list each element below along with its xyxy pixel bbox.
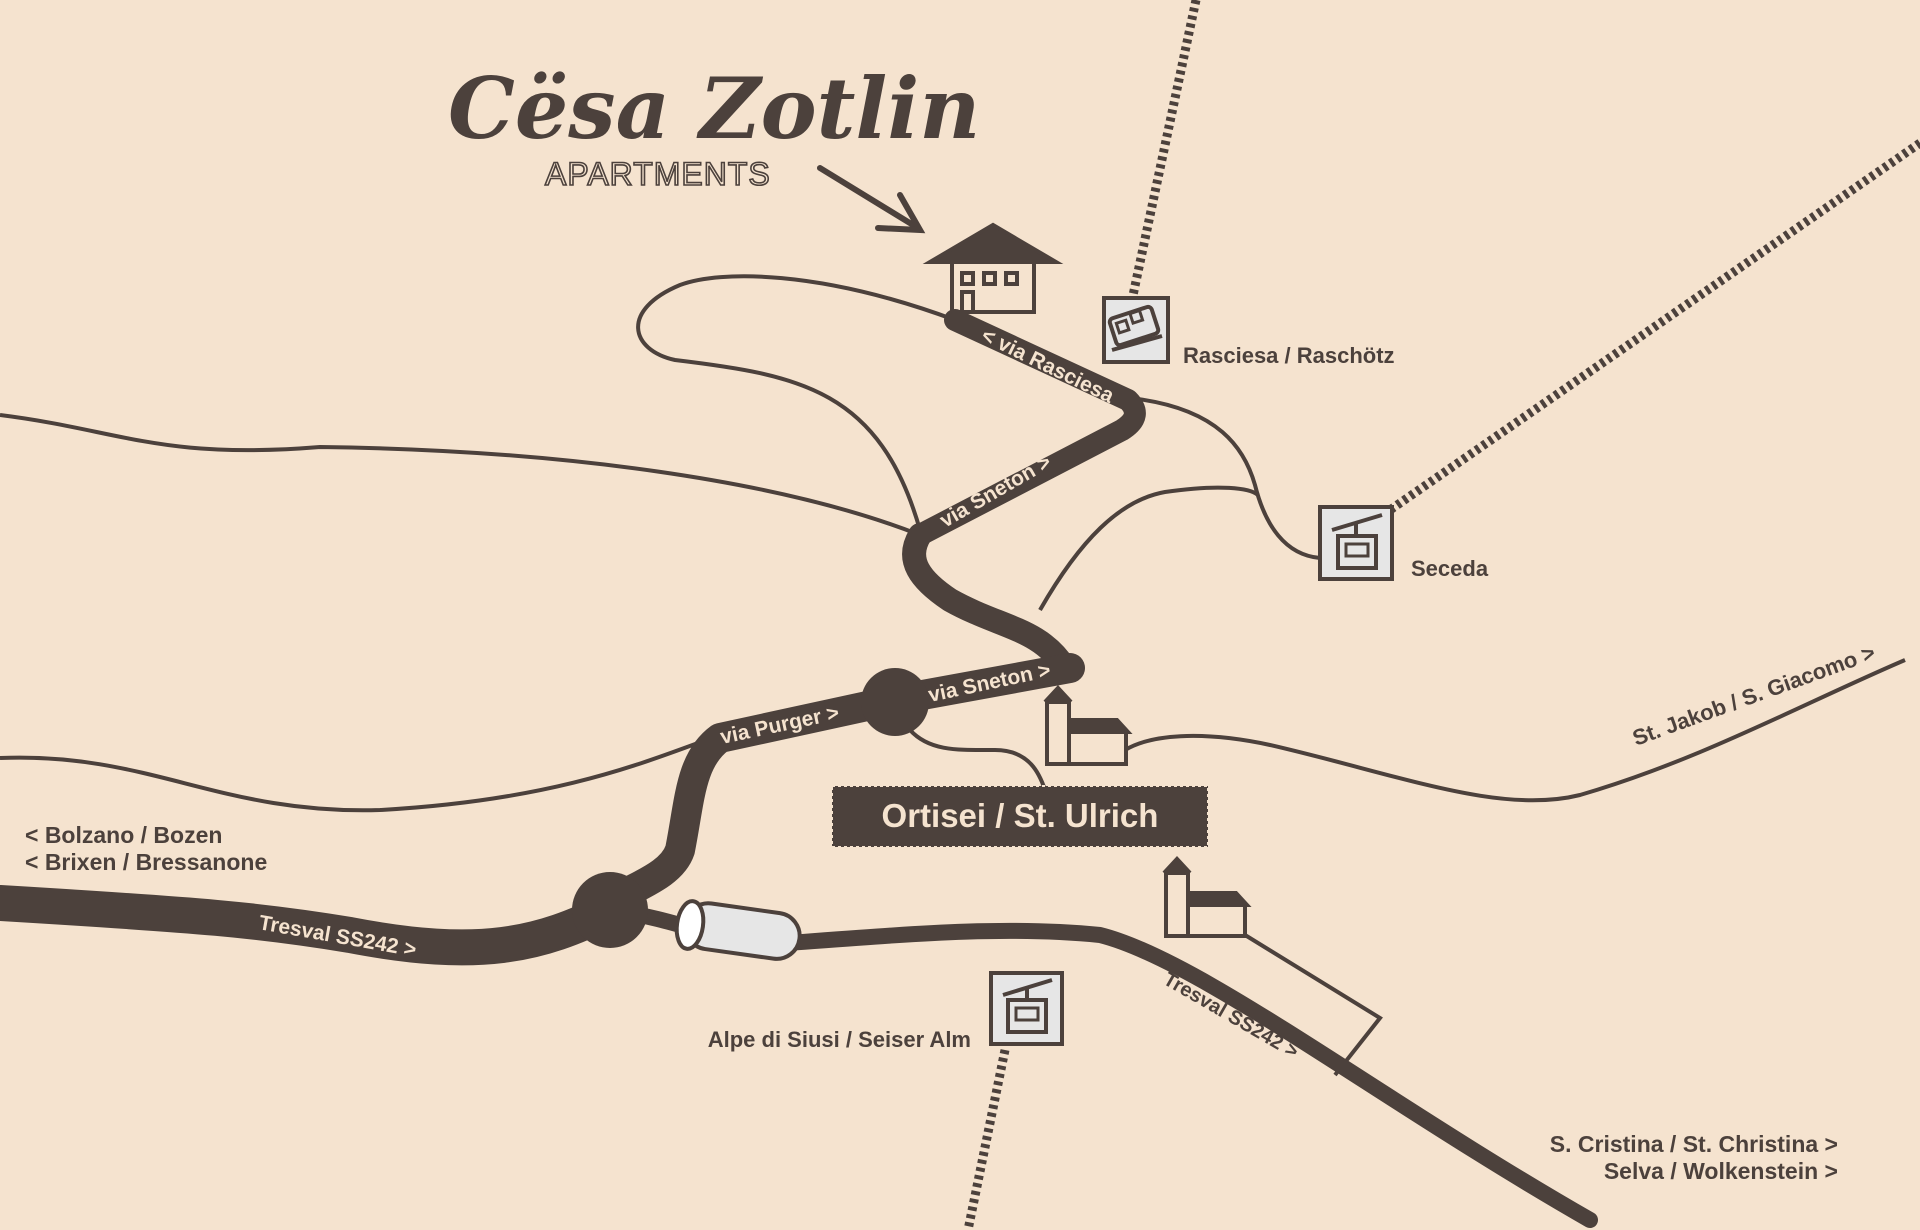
roundabout-upper (861, 668, 929, 736)
label-tresval-east: Tresval SS242 > (1160, 968, 1302, 1063)
cable-car-icon (989, 971, 1064, 1046)
road-to-seceda (1129, 396, 1321, 560)
label-alpe: Alpe di Siusi / Seiser Alm (708, 1027, 971, 1052)
town-name: Ortisei / St. Ulrich (882, 797, 1159, 834)
label-s-cristina: S. Cristina / St. Christina > (1550, 1131, 1838, 1157)
label-seceda: Seceda (1411, 556, 1489, 581)
road-west-lower (0, 733, 721, 813)
brand-name: Cësa Zotlin (448, 59, 980, 158)
label-via-sneton-lower: via Sneton > (926, 659, 1052, 707)
road-tresval-west (0, 885, 628, 966)
brand-subtitle: APARTMENTS (545, 156, 771, 192)
church-icon (1162, 856, 1252, 938)
rasciesa-lift-line (1127, 0, 1201, 301)
road-hairpin (636, 274, 956, 531)
label-via-rasciesa: < via Rasciesa (978, 324, 1118, 408)
main-roads (0, 309, 1598, 1228)
town-sign: Ortisei / St. Ulrich (831, 785, 1209, 848)
label-brixen: < Brixen / Bressanone (25, 849, 267, 875)
road-church-link (1243, 933, 1383, 1077)
label-rasciesa: Rasciesa / Raschötz (1183, 343, 1395, 368)
alpe-lift-line (963, 1049, 1010, 1230)
cable-car-icon (1318, 505, 1394, 581)
lift-lines (963, 0, 1920, 1230)
roundabout-lower (572, 872, 648, 948)
brand: Cësa Zotlin APARTMENTS (448, 59, 980, 234)
tunnel-icon (674, 899, 802, 961)
seceda-lift-line (1387, 139, 1920, 514)
label-st-jakob: St. Jakob / S. Giacomo > (1629, 640, 1878, 751)
apartment-house-icon (922, 222, 1064, 314)
label-via-purger: via Purger > (718, 701, 841, 749)
label-selva: Selva / Wolkenstein > (1604, 1158, 1838, 1184)
road-west-upper (0, 413, 921, 537)
label-via-sneton-upper: via Sneton > (936, 450, 1055, 532)
road-town-link (908, 728, 1047, 791)
label-bolzano: < Bolzano / Bozen (25, 822, 222, 848)
road-st-jakob (1123, 658, 1906, 803)
road-via-rasciesa (909, 309, 1146, 546)
arrow-icon (817, 165, 926, 234)
church-icon (1043, 685, 1133, 766)
road-from-sneton (1038, 485, 1260, 611)
funicular-icon (1102, 296, 1170, 364)
minor-roads (0, 274, 1906, 1077)
road-via-sneton-upper (902, 523, 1077, 680)
